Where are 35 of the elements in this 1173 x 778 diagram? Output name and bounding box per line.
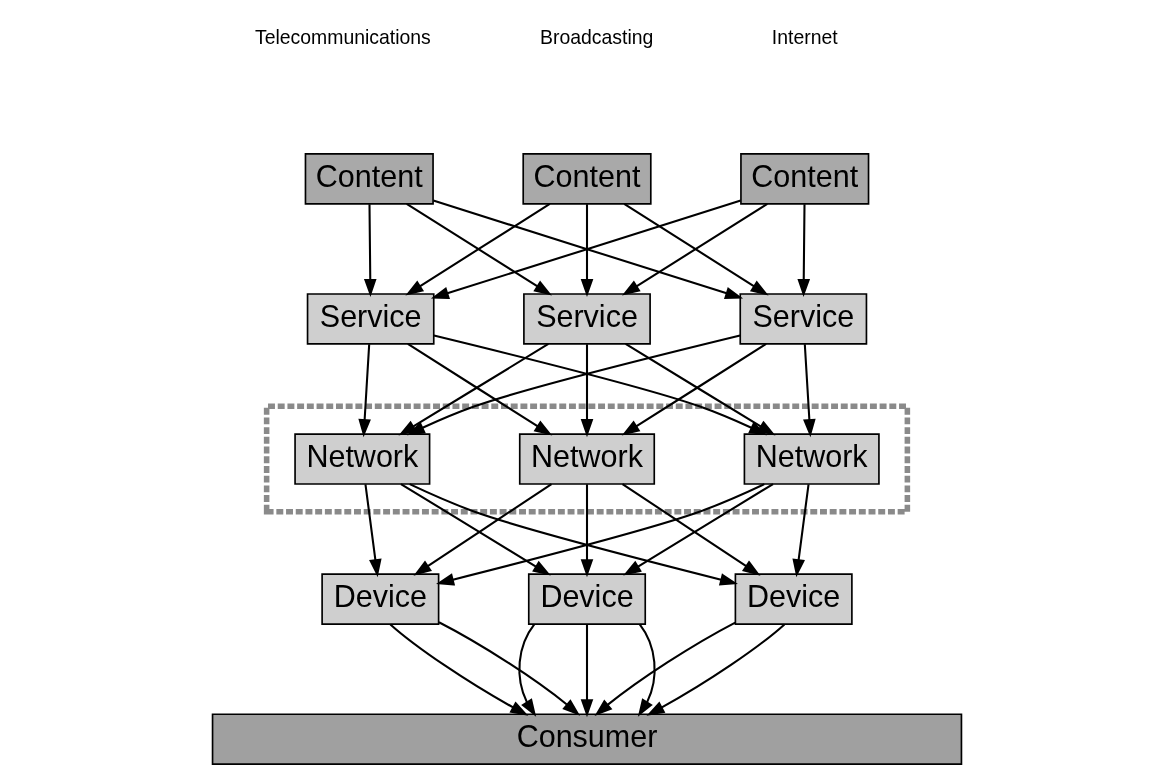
node-box: Consumer: [211, 713, 962, 765]
node-box: Device: [734, 573, 853, 625]
arrow: [389, 623, 528, 716]
arrow: [363, 484, 382, 578]
node-box: Network: [293, 433, 430, 485]
arrow: [637, 623, 656, 717]
arrow: [408, 483, 738, 586]
label: Telecommunications: [254, 25, 431, 48]
node-box: Service: [522, 293, 651, 345]
label: Internet: [771, 25, 838, 48]
arrow: [357, 344, 371, 438]
node-box: Content: [739, 153, 869, 205]
arrow: [594, 621, 736, 716]
arrow: [580, 484, 593, 578]
arrow: [580, 624, 593, 718]
node-box: Network: [743, 433, 880, 485]
node-box: Content: [304, 153, 434, 205]
node-box: Content: [521, 153, 652, 205]
node-box: Service: [738, 293, 867, 345]
node-box: Network: [518, 433, 655, 485]
node-box: Device: [527, 573, 646, 625]
arrow: [438, 621, 580, 716]
arrow: [802, 344, 816, 438]
arrow: [791, 484, 810, 578]
node-box: Service: [306, 293, 435, 345]
cluster: [263, 403, 910, 515]
arrow: [646, 623, 785, 716]
arrow: [580, 204, 593, 298]
node-box: Device: [320, 573, 439, 625]
arrow: [435, 483, 765, 586]
arrow: [796, 204, 810, 298]
label: Broadcasting: [539, 25, 653, 48]
arrow: [517, 623, 536, 717]
arrow: [580, 344, 593, 438]
arrow: [363, 204, 377, 298]
